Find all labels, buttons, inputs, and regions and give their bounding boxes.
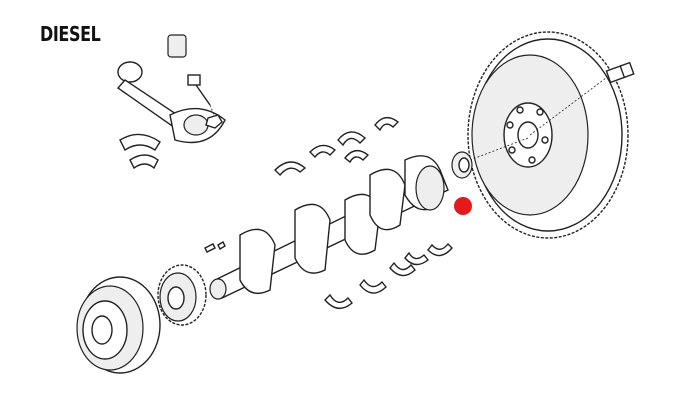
flywheel — [467, 31, 629, 239]
woodruff-key — [217, 241, 226, 250]
lower-bearing-shells — [324, 242, 453, 309]
connecting-rod — [116, 61, 226, 170]
rod-bolt — [187, 74, 223, 129]
piston-pin-bush — [167, 34, 187, 58]
engine-type-label: DIESEL — [40, 22, 101, 46]
woodruff-key — [204, 243, 216, 253]
crankshaft-pulley — [76, 276, 161, 374]
marker-dot — [454, 197, 472, 215]
pilot-bearing — [451, 137, 529, 179]
timing-gear — [157, 264, 207, 326]
crankshaft — [209, 155, 449, 300]
flywheel-bolt — [529, 61, 635, 136]
upper-bearing-shells — [274, 117, 400, 177]
